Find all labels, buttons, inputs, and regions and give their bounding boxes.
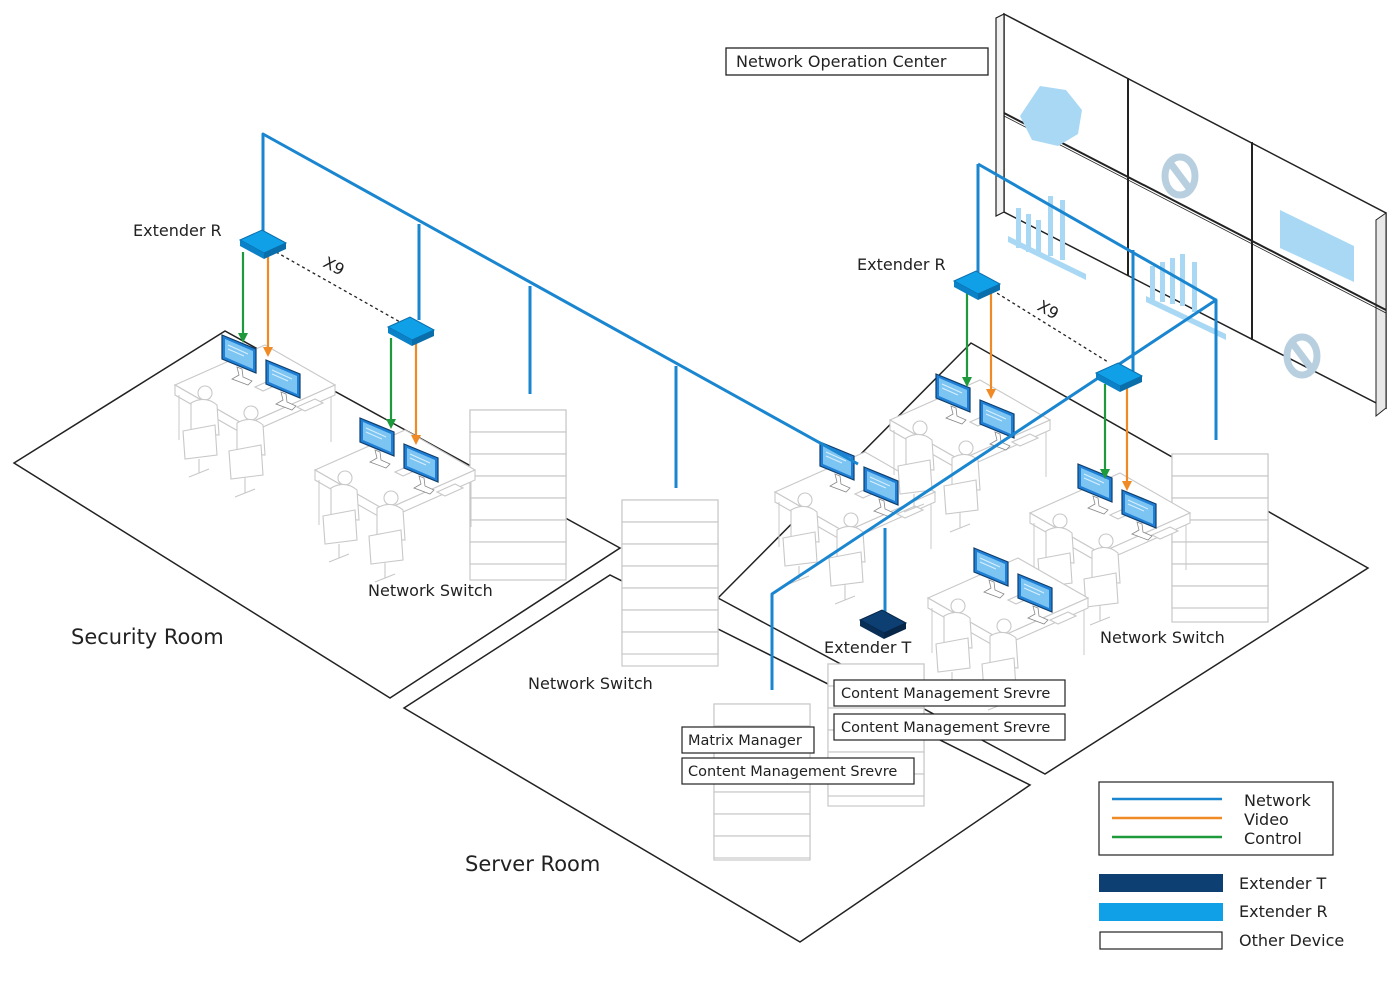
network-switch-noc-label: Network Switch bbox=[1100, 628, 1225, 647]
network-switch-security-label: Network Switch bbox=[368, 581, 493, 600]
video-wall bbox=[995, 12, 1387, 418]
heptagon-shape bbox=[1020, 86, 1082, 146]
no-entry-icon bbox=[1161, 153, 1199, 199]
legend-other-device-label: Other Device bbox=[1239, 931, 1344, 950]
extender-t-device bbox=[858, 609, 908, 639]
security-room-label: Security Room bbox=[71, 625, 224, 649]
x9-left-label: X9 bbox=[320, 253, 348, 280]
cms-label: Content Management Srevre bbox=[688, 764, 897, 780]
no-entry-icon bbox=[1283, 333, 1321, 379]
legend-extender-t-swatch bbox=[1099, 874, 1223, 892]
legend: Network Video Control Extender T Extende… bbox=[1098, 781, 1344, 950]
noc-label-box bbox=[725, 47, 989, 76]
cms-label-box bbox=[833, 713, 1066, 741]
x9-dotted-right bbox=[991, 289, 1109, 363]
noc-label: Network Operation Center bbox=[736, 52, 947, 71]
cms-label-box bbox=[833, 679, 1066, 707]
legend-control-label: Control bbox=[1244, 829, 1302, 848]
network-switch-server bbox=[621, 499, 719, 667]
cms-label-box bbox=[681, 757, 915, 785]
legend-extender-r-label: Extender R bbox=[1239, 902, 1328, 921]
legend-network-label: Network bbox=[1244, 791, 1312, 810]
matrix-manager-label: Matrix Manager bbox=[688, 733, 802, 749]
security-room-floor bbox=[12, 330, 622, 699]
control-video-arrows bbox=[238, 252, 1132, 491]
bar-chart-icon bbox=[1008, 196, 1086, 280]
network-switch-noc bbox=[1171, 453, 1269, 623]
legend-video-label: Video bbox=[1244, 810, 1289, 829]
matrix-manager-label-box bbox=[681, 726, 815, 754]
legend-other-device-swatch bbox=[1099, 931, 1223, 950]
server-room-label: Server Room bbox=[465, 852, 600, 876]
extender-r-device bbox=[238, 229, 288, 259]
extender-r-device bbox=[1094, 362, 1144, 392]
network-lines bbox=[261, 132, 1218, 690]
network-switch-security bbox=[469, 409, 567, 581]
extender-r-device bbox=[952, 270, 1002, 300]
cms-label: Content Management Srevre bbox=[841, 686, 1050, 702]
extender-r-right-label: Extender R bbox=[857, 255, 946, 274]
extender-r-left-label: Extender R bbox=[133, 221, 222, 240]
extender-t-label: Extender T bbox=[824, 638, 912, 657]
network-switch-server-label: Network Switch bbox=[528, 674, 653, 693]
extender-r-device bbox=[386, 316, 436, 346]
legend-extender-t-label: Extender T bbox=[1239, 874, 1327, 893]
legend-extender-r-swatch bbox=[1099, 903, 1223, 921]
cms-label: Content Management Srevre bbox=[841, 720, 1050, 736]
parallelogram-shape bbox=[1280, 210, 1354, 282]
